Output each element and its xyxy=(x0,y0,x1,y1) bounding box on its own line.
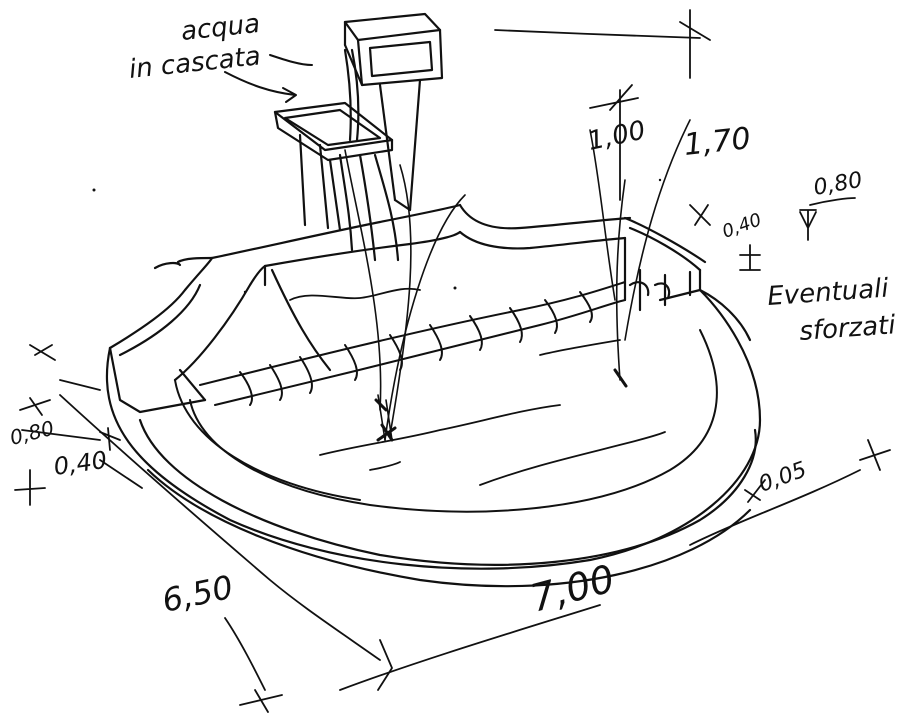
back-wall xyxy=(210,203,632,372)
basin-inner-rim xyxy=(174,329,718,513)
water-jets xyxy=(344,119,691,441)
right-pedestal xyxy=(623,216,752,342)
label-dim-0-05: 0,05 xyxy=(756,457,811,497)
label-height-1-70: 1,70 xyxy=(682,121,752,163)
label-height-0-80-right: 0,80 xyxy=(812,168,865,201)
central-channel xyxy=(199,281,626,406)
ink-specks xyxy=(92,178,662,294)
label-dim-6-50: 6,50 xyxy=(159,568,237,620)
jet-nozzles xyxy=(374,368,628,442)
label-sfiorazioni: sforzati xyxy=(798,310,897,347)
cascade-arrow xyxy=(224,54,313,103)
cascade-tower xyxy=(273,12,444,262)
basin-outer-rim xyxy=(105,288,762,588)
label-eventuali: Eventuali xyxy=(766,274,890,312)
left-wing-wall xyxy=(108,256,267,414)
water-ripples xyxy=(289,287,666,486)
label-height-0-80-left: 0,80 xyxy=(7,416,56,450)
label-in-cascata: in cascata xyxy=(128,41,263,85)
label-height-1-00: 1,00 xyxy=(585,115,648,156)
label-height-0-40-right: 0,40 xyxy=(720,209,765,242)
dimension-lines xyxy=(14,9,891,713)
label-height-0-40-left: 0,40 xyxy=(52,446,109,481)
label-acqua: acqua xyxy=(180,9,262,47)
